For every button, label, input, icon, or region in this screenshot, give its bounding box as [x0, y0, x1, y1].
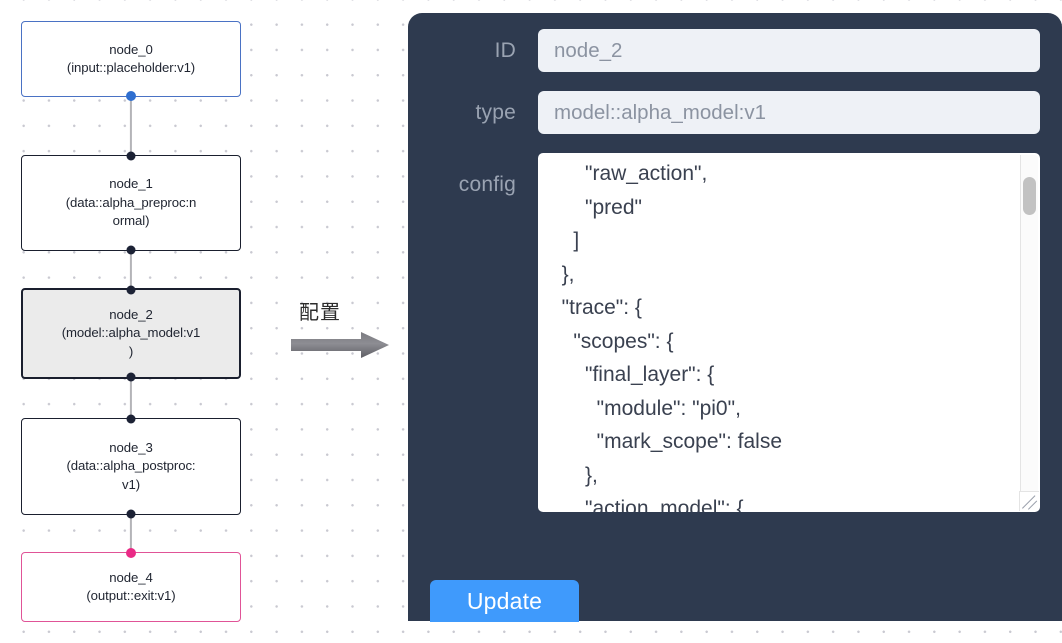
node-handle-bottom-node_2[interactable]	[126, 372, 136, 382]
config-textarea-wrapper: "raw_action", "pred" ] }, "trace": { "sc…	[538, 153, 1040, 512]
id-input[interactable]	[538, 29, 1040, 72]
node-label-node_0: node_0 (input::placeholder:v1)	[66, 41, 196, 76]
node-handle-bottom-node_0[interactable]	[126, 91, 136, 101]
node-label-node_4: node_4 (output::exit:v1)	[86, 569, 176, 604]
config-resize-grip[interactable]	[1019, 491, 1039, 511]
node-handle-top-node_3[interactable]	[126, 414, 136, 424]
annotation-arrow-group: 配置	[291, 296, 396, 358]
type-field-row: type	[430, 91, 1040, 134]
config-scrollbar[interactable]	[1020, 155, 1038, 492]
edge-node3-node4	[129, 515, 133, 552]
graph-node-node_1[interactable]: node_1 (data::alpha_preproc:n ormal)	[21, 151, 241, 255]
node-handle-top-node_4[interactable]	[126, 548, 136, 558]
id-field-row: ID	[430, 29, 1040, 72]
graph-node-node_4[interactable]: node_4 (output::exit:v1)	[21, 548, 241, 622]
config-field-row: config "raw_action", "pred" ] }, "trace"…	[430, 153, 1040, 512]
edge-node2-node3	[129, 379, 133, 418]
annotation-caption: 配置	[299, 300, 341, 324]
node-handle-top-node_1[interactable]	[126, 151, 136, 161]
type-field-label: type	[475, 100, 516, 124]
arrow-right-icon	[291, 332, 389, 358]
node-handle-bottom-node_1[interactable]	[126, 245, 136, 255]
update-button[interactable]: Update	[430, 580, 579, 622]
id-field-label: ID	[494, 38, 516, 62]
node-handle-bottom-node_3[interactable]	[126, 509, 136, 519]
graph-node-node_0[interactable]: node_0 (input::placeholder:v1)	[21, 21, 241, 101]
config-field-label: config	[458, 173, 516, 196]
node-label-node_1: node_1 (data::alpha_preproc:n ormal)	[65, 176, 197, 229]
node-config-panel: ID type config "raw_action", "pred" ] },…	[408, 13, 1062, 621]
config-textarea[interactable]: "raw_action", "pred" ] }, "trace": { "sc…	[538, 153, 1040, 512]
graph-node-node_2[interactable]: node_2 (model::alpha_model:v1 )	[21, 285, 241, 382]
node-handle-top-node_2[interactable]	[126, 285, 136, 295]
edge-node1-node2	[129, 251, 133, 288]
edge-node0-node1	[129, 97, 133, 155]
node-label-node_2: node_2 (model::alpha_model:v1 )	[61, 306, 201, 359]
node-label-node_3: node_3 (data::alpha_postproc: v1)	[66, 439, 196, 492]
graph-node-node_3[interactable]: node_3 (data::alpha_postproc: v1)	[21, 414, 241, 519]
config-scrollbar-thumb[interactable]	[1023, 177, 1036, 215]
type-input[interactable]	[538, 91, 1040, 134]
